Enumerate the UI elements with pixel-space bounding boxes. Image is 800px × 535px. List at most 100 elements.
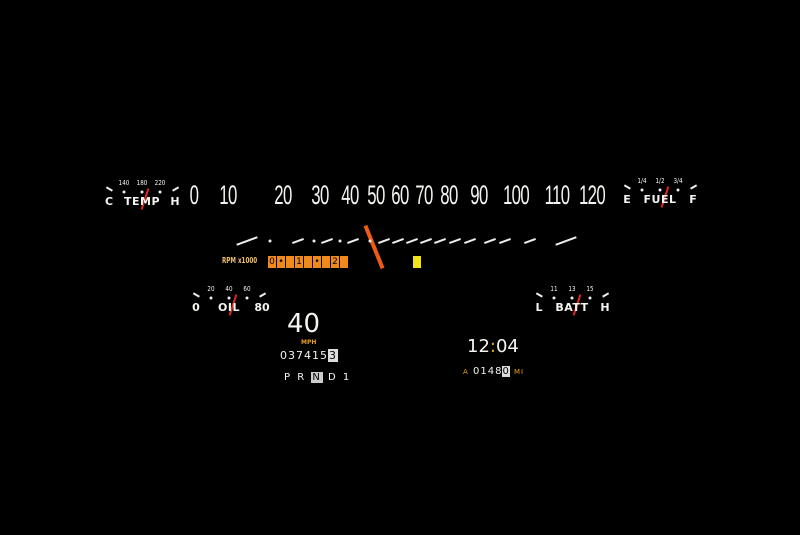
temp_gauge-label: TEMP [123, 195, 161, 208]
temp_gauge-tick-dot [122, 190, 126, 194]
trip-value: 0148 [472, 366, 503, 377]
oil_gauge-high-label: 80 [254, 301, 270, 314]
temp_gauge-tick-label: 220 [154, 179, 166, 187]
fuel_gauge-high-label: F [689, 193, 697, 206]
oil_gauge-low-tick [193, 292, 200, 298]
speed-tick [292, 238, 304, 244]
speed-label: 80 [440, 180, 458, 210]
gear-R: R [297, 372, 307, 383]
oil_gauge-low-label: 0 [192, 301, 200, 314]
speed-dot [338, 239, 342, 243]
speed-label: 30 [311, 180, 329, 210]
fuel_gauge-tick-label: 1/2 [655, 177, 665, 185]
speed-tick [321, 238, 333, 244]
rpm-segment [322, 256, 330, 268]
rpm-segment [304, 256, 312, 268]
temp_gauge-low-tick [106, 186, 113, 192]
odometer-value: 037415 [280, 349, 328, 362]
gear-P: P [284, 372, 293, 383]
speedometer-needle [363, 224, 385, 270]
trip-label: A [463, 368, 469, 376]
speed-tick [378, 238, 390, 244]
fuel_gauge-tick-label: 3/4 [673, 177, 683, 185]
indicator-light [413, 256, 421, 268]
oil_gauge-tick-label: 20 [207, 285, 215, 293]
speed-label: 110 [544, 180, 570, 210]
speed-dot [368, 239, 372, 243]
speed-tick [420, 238, 432, 244]
batt_gauge-tick-label: 15 [586, 285, 594, 293]
trip-meter: A 01480 MI [463, 366, 525, 377]
batt_gauge-tick-dot [552, 296, 556, 300]
temp_gauge-tick-dot [158, 190, 162, 194]
speed-label: 90 [470, 180, 488, 210]
clock-hours: 12 [467, 336, 490, 357]
clock-minutes: 04 [495, 336, 519, 357]
speed-tick [524, 238, 536, 244]
batt_gauge-low-tick [536, 292, 543, 298]
speed-tick [464, 238, 476, 244]
temp_gauge-high-label: H [170, 195, 180, 208]
batt_gauge-tick-label: 13 [568, 285, 576, 293]
rpm-segment [286, 256, 294, 268]
fuel_gauge-tick-label: 1/4 [637, 177, 647, 185]
speed-tick [392, 238, 404, 244]
trip-unit: MI [514, 368, 525, 376]
rpm-segment: 1 [295, 256, 303, 268]
speed-label: 70 [415, 180, 433, 210]
speed-unit: MPH [301, 339, 317, 346]
batt_gauge-high-label: H [600, 301, 610, 314]
rpm-segment: 2 [331, 256, 339, 268]
speed-dot [312, 239, 316, 243]
oil_gauge-label: OIL [218, 301, 240, 314]
temp_gauge-tick-label: 140 [118, 179, 130, 187]
speed-label: 0 [189, 180, 199, 210]
batt_gauge-tick-dot [588, 296, 592, 300]
oil_gauge-high-tick [259, 292, 266, 298]
fuel_gauge-low-tick [624, 184, 631, 190]
speed-label: 100 [502, 180, 530, 210]
odometer-tenth: 3 [328, 349, 338, 362]
speed-tick [347, 238, 359, 244]
speed-tick [555, 236, 577, 246]
batt_gauge-tick-label: 11 [550, 285, 558, 293]
temp_gauge-tick-label: 180 [136, 179, 148, 187]
temp_gauge-low-label: C [104, 195, 114, 208]
speed-tick [434, 238, 446, 244]
speed-tick [499, 238, 511, 244]
fuel_gauge-tick-dot [640, 188, 644, 192]
batt_gauge-low-label: L [535, 301, 543, 314]
temp_gauge-high-tick [172, 186, 179, 192]
speed-label: 40 [341, 180, 359, 210]
batt_gauge-high-tick [602, 292, 609, 298]
gear-N: N [311, 372, 323, 383]
speed-label: 60 [391, 180, 409, 210]
clock: 12:04 [467, 336, 519, 357]
gear-1: 1 [342, 372, 352, 383]
rpm-segment: 0 [268, 256, 276, 268]
fuel_gauge-high-tick [690, 184, 697, 190]
speed-tick [449, 238, 461, 244]
oil_gauge-tick-dot [245, 296, 249, 300]
trip-tenth: 0 [502, 366, 510, 377]
speed-label: 50 [367, 180, 385, 210]
fuel_gauge-low-label: E [623, 193, 631, 206]
speed-dot [268, 239, 272, 243]
fuel_gauge-tick-dot [676, 188, 680, 192]
speed-tick [236, 236, 258, 246]
rpm-label: RPM x1000 [222, 256, 258, 265]
rpm-segment: • [313, 256, 321, 268]
odometer: 0374153 [280, 349, 338, 362]
speed-tick [406, 238, 418, 244]
temp_gauge-tick-dot [140, 190, 144, 194]
batt_gauge-label: BATT [555, 301, 589, 314]
oil_gauge-tick-dot [227, 296, 231, 300]
batt_gauge-tick-dot [570, 296, 574, 300]
fuel_gauge-label: FUEL [643, 193, 677, 206]
gear-D: D [328, 372, 338, 383]
speed-label: 20 [274, 180, 292, 210]
fuel_gauge-tick-dot [658, 188, 662, 192]
oil_gauge-tick-dot [209, 296, 213, 300]
oil_gauge-tick-label: 40 [225, 285, 233, 293]
